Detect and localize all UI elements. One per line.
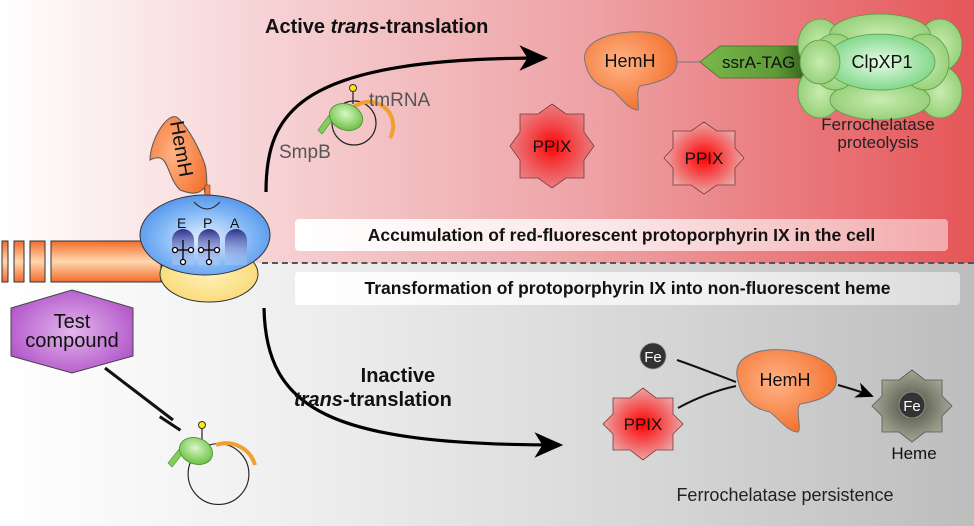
test-compound-line2: compound <box>25 330 118 352</box>
ppix-molecule-top-2: PPIX <box>663 121 745 195</box>
hemh-bottom-label: HemH <box>759 370 810 390</box>
hemh-bottom: HemH <box>736 349 837 433</box>
inactive-title-suffix: -translation <box>342 389 452 411</box>
inactive-title-italic: trans <box>294 389 343 411</box>
test-compound: Test compound <box>10 289 134 374</box>
outcome-top-line1: Ferrochelatase <box>821 115 934 134</box>
panel-divider <box>262 262 974 264</box>
ppix-label-top-2: PPIX <box>685 149 724 168</box>
ppix-label-bottom: PPIX <box>624 415 663 434</box>
site-e-label: E <box>177 215 186 231</box>
heme-label: Heme <box>891 444 936 463</box>
heme-molecule: Fe <box>871 369 953 443</box>
ribosome: E P A <box>139 194 271 303</box>
active-arrow <box>264 45 549 193</box>
ppix-molecule-top-1: PPIX <box>509 103 595 189</box>
tmrna-label: tmRNA <box>369 90 431 111</box>
clpxp1-label: ClpXP1 <box>851 52 912 72</box>
fe-to-hemh-line <box>676 359 737 383</box>
active-title-italic: trans <box>330 16 380 38</box>
outcome-top-line2: proteolysis <box>837 133 918 152</box>
site-a-label: A <box>230 215 240 231</box>
active-title-suffix: -translation <box>379 16 489 38</box>
inhibition-arrow <box>104 366 182 432</box>
inactive-arrow <box>262 307 564 458</box>
trna-e-icon <box>171 240 195 266</box>
mrna-strand <box>1 240 162 283</box>
ppix-molecule-bottom: PPIX <box>602 387 684 461</box>
ppix-to-hemh-line <box>677 385 737 409</box>
hemh-top: HemH <box>584 31 678 111</box>
tmrna-smpb-complex-bottom <box>167 421 257 506</box>
site-p-label: P <box>203 215 212 231</box>
hemh-top-label: HemH <box>604 51 655 71</box>
active-trans-translation-title: Active trans-translation <box>265 16 488 39</box>
fe-ion: Fe <box>639 342 667 370</box>
smpb-label: SmpB <box>279 142 331 163</box>
transformation-banner: Transformation of protoporphyrin IX into… <box>295 272 960 305</box>
active-title-prefix: Active <box>265 16 331 38</box>
ppix-label-top-1: PPIX <box>533 137 572 156</box>
inactive-trans-translation-title: Inactive trans-translation <box>294 364 452 412</box>
heme-fe-label: Fe <box>903 398 921 415</box>
hemh-to-heme-arrow <box>837 382 874 398</box>
fe-label: Fe <box>644 349 662 366</box>
accumulation-banner: Accumulation of red-fluorescent protopor… <box>295 219 948 251</box>
test-compound-line1: Test <box>54 311 91 333</box>
inactive-title-line1: Inactive <box>360 365 436 387</box>
ssra-tag-label: ssrA-TAG <box>722 53 795 72</box>
trna-p-icon <box>197 240 221 266</box>
ssra-tag: ssrA-TAG <box>699 45 811 79</box>
tmrna-smpb-complex-top <box>317 84 396 146</box>
outcome-bottom: Ferrochelatase persistence <box>676 485 893 505</box>
clpxp1-protease: ClpXP1 <box>797 13 963 121</box>
